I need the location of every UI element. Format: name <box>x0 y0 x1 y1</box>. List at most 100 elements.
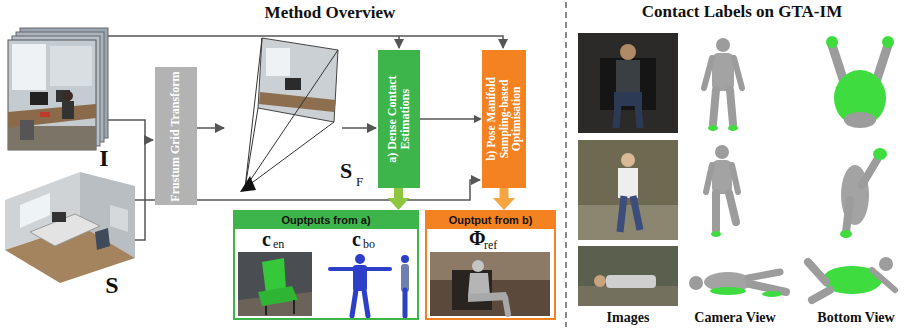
body-mesh-contact <box>710 287 746 295</box>
subscript-label: F <box>356 175 363 188</box>
image-stack <box>8 40 96 150</box>
symbol-label: Φ <box>469 228 486 248</box>
box-label: Frustum Grid Transform <box>169 70 182 202</box>
section-heading: Contact Labels on GTA-IM <box>642 3 842 20</box>
body-contact-figure <box>364 290 368 316</box>
image-stack <box>40 112 50 117</box>
symbol-label: S <box>105 273 118 297</box>
body-contact-figure <box>328 254 409 316</box>
flow-lines <box>197 127 224 129</box>
body-mesh-contact <box>808 262 826 282</box>
body-mesh-contact <box>728 125 738 131</box>
diagram-title: Method Overview <box>265 3 396 23</box>
scene-mesh <box>52 212 66 222</box>
flow-lines <box>108 120 153 140</box>
frustum-grid <box>245 122 334 188</box>
flow-lines <box>135 140 145 240</box>
refined-pose-image <box>468 273 490 296</box>
body-mesh-contact <box>729 193 736 222</box>
scene-mesh <box>5 172 135 283</box>
body-mesh-contact <box>734 58 742 88</box>
body-mesh-contact <box>812 290 830 300</box>
frustum-grid <box>245 50 338 188</box>
refined-pose-image <box>505 297 508 314</box>
image-stack <box>12 44 46 90</box>
image-stack <box>63 91 73 101</box>
body-mesh-contact <box>713 90 716 124</box>
symbol-label: c <box>352 229 361 249</box>
box-label: a) Dense Contact Estimations <box>386 53 412 185</box>
arrow-head <box>474 115 482 123</box>
refined-pose-image <box>472 260 484 272</box>
body-mesh-contact <box>879 257 893 271</box>
column-label: Images <box>607 311 650 325</box>
output-panel: Ouptput from b) <box>425 210 556 320</box>
environment-contact-image <box>238 252 312 316</box>
dataset-image <box>616 60 640 92</box>
rotated-text-holder: Frustum Grid Transform <box>169 70 182 202</box>
process-box: b) Pose Manifold Sampling-based Optimisa… <box>482 50 526 188</box>
dataset-image <box>578 33 678 306</box>
body-mesh-contact <box>712 160 732 194</box>
arrow-head <box>388 198 410 210</box>
dataset-image <box>620 196 624 232</box>
body-mesh-contact <box>862 158 878 185</box>
body-mesh-contact <box>844 112 876 128</box>
box-label: b) Pose Manifold Sampling-based Optimisa… <box>485 53 523 185</box>
dataset-image <box>578 205 678 240</box>
dataset-image <box>620 44 636 60</box>
scene-mesh <box>110 205 128 232</box>
body-mesh-contact <box>706 165 712 192</box>
dataset-image <box>618 168 638 198</box>
dataset-image <box>633 196 640 230</box>
connector <box>388 188 410 210</box>
body-mesh-contact <box>846 200 850 232</box>
symbol-label: I <box>99 146 108 170</box>
dataset-image <box>614 92 642 106</box>
column-label: Camera View <box>694 311 775 325</box>
body-mesh-contact <box>712 193 720 230</box>
arrow-head <box>493 198 515 210</box>
column-label: Bottom View <box>817 311 894 325</box>
body-contact-figure <box>401 255 409 263</box>
panel-header: Ouptputs from a) <box>235 212 417 229</box>
body-mesh-contact <box>711 231 721 237</box>
connector-line <box>420 118 475 120</box>
image-stack <box>50 46 92 86</box>
output-panel: Ouptputs from a) <box>233 210 419 320</box>
subscript-label: en <box>273 238 284 250</box>
frustum-grid <box>245 38 262 188</box>
symbol-label: S <box>340 160 352 182</box>
body-mesh-contact <box>748 272 780 278</box>
flow-lines <box>342 127 376 129</box>
body-mesh-contact <box>715 145 729 159</box>
frustum-grid <box>259 92 336 112</box>
body-mesh-contact <box>712 53 734 91</box>
frustum-grid <box>240 176 256 192</box>
scene-mesh <box>20 193 50 228</box>
flow-lines <box>398 36 400 48</box>
body-mesh-contact <box>689 36 895 300</box>
frustum-grid <box>285 78 301 90</box>
environment-contact-image <box>238 252 312 316</box>
flow-lines <box>108 36 503 48</box>
environment-contact-image <box>293 300 295 314</box>
body-mesh-contact <box>689 276 703 290</box>
process-box: a) Dense Contact Estimations <box>378 50 420 188</box>
section-divider <box>565 2 567 327</box>
frustum-grid <box>240 38 338 192</box>
frustum-grid <box>245 108 258 188</box>
body-mesh-contact <box>730 90 733 124</box>
body-mesh-contact <box>762 291 782 297</box>
body-mesh-contact <box>708 125 718 131</box>
frustum-grid <box>266 48 290 76</box>
scene-mesh <box>95 228 110 250</box>
body-contact-figure <box>352 290 356 316</box>
dataset-image <box>621 153 635 167</box>
dataset-image <box>578 286 678 306</box>
dataset-image <box>606 275 656 288</box>
section-divider <box>566 2 567 327</box>
body-mesh-contact <box>732 165 738 192</box>
body-contact-figure <box>403 290 408 316</box>
